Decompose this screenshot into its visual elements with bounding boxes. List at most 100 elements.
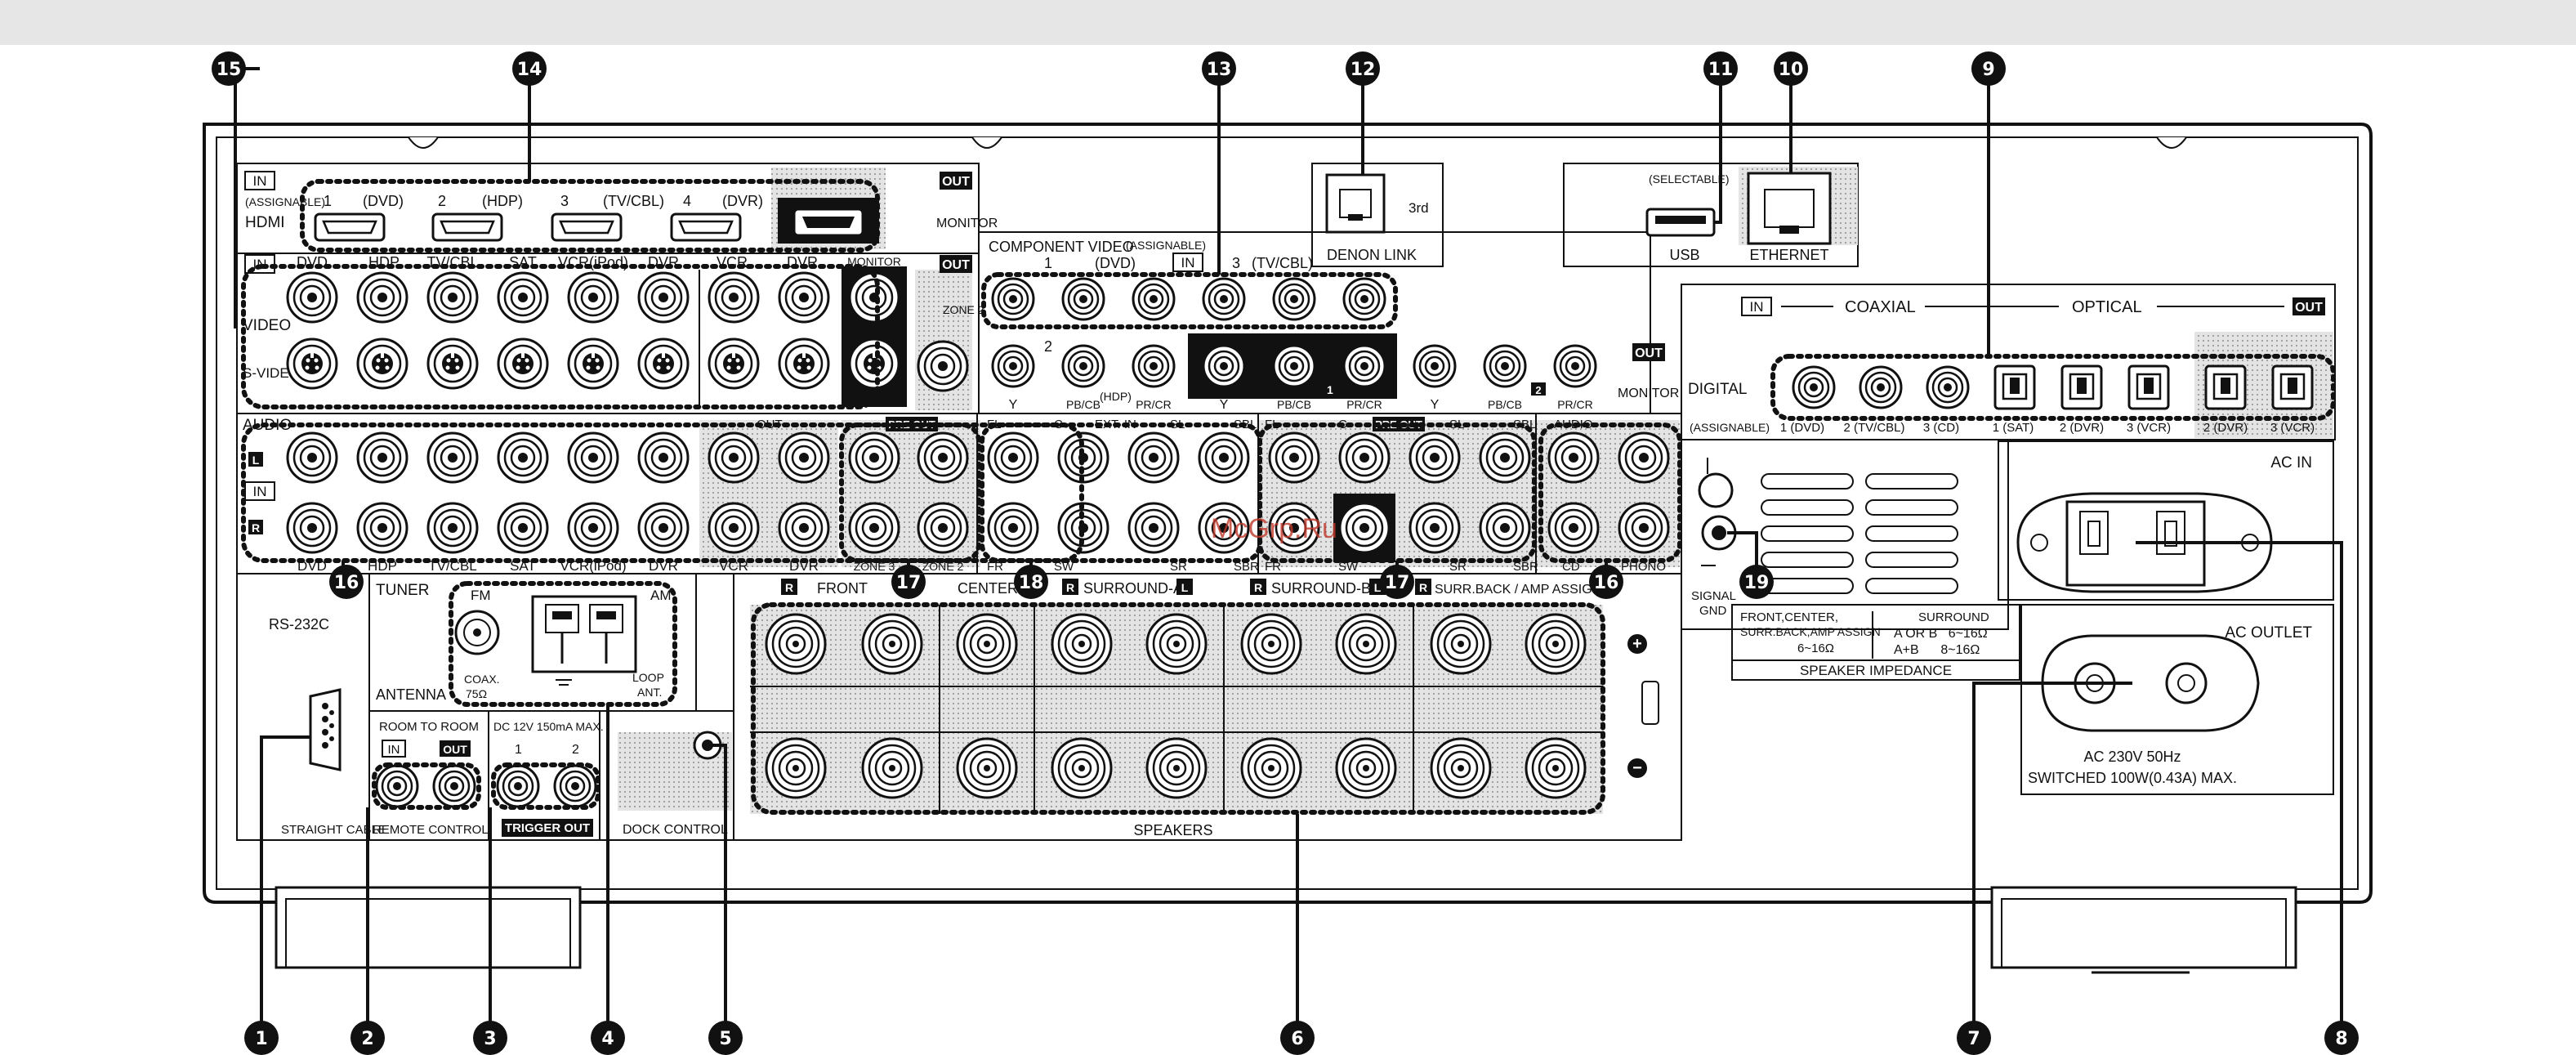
audio-r-tvcbl[interactable] bbox=[426, 502, 479, 554]
phono-r[interactable] bbox=[1618, 502, 1670, 554]
audio-l-vcr[interactable] bbox=[567, 431, 619, 484]
video-zone2-out-jack[interactable] bbox=[917, 340, 969, 392]
audio-l-dvd[interactable] bbox=[286, 431, 338, 484]
front-l-minus[interactable] bbox=[861, 737, 923, 799]
audio-l-vcr-out[interactable] bbox=[708, 431, 760, 484]
component-out2-pr[interactable] bbox=[1553, 344, 1597, 388]
svideo-monitor-out-jack[interactable] bbox=[848, 338, 900, 390]
component-out2-pb[interactable] bbox=[1483, 344, 1527, 388]
svideo-jack-sat[interactable] bbox=[497, 338, 549, 390]
surr-back-l-minus[interactable] bbox=[1525, 737, 1587, 799]
svideo-jack-dvr-out[interactable] bbox=[778, 338, 830, 390]
ac-outlet-socket[interactable] bbox=[2041, 634, 2260, 732]
component-in2-y[interactable] bbox=[991, 344, 1035, 388]
video-jack-vcr-out[interactable] bbox=[708, 271, 760, 324]
video-jack-vcr[interactable] bbox=[567, 271, 619, 324]
coax-in-1[interactable] bbox=[1792, 365, 1836, 409]
audio-r-sat[interactable] bbox=[497, 502, 549, 554]
component-in3-pr[interactable] bbox=[1342, 277, 1386, 321]
audio-l-dvr[interactable] bbox=[637, 431, 690, 484]
pre-out-c[interactable] bbox=[1338, 431, 1391, 484]
hdmi-in-3-port[interactable] bbox=[551, 212, 623, 242]
surround-a-r-plus[interactable] bbox=[1051, 613, 1113, 675]
hdmi-in-1-port[interactable] bbox=[314, 212, 386, 242]
coax-in-2[interactable] bbox=[1859, 365, 1903, 409]
optical-out-2[interactable] bbox=[2204, 364, 2247, 410]
surround-b-l-plus[interactable] bbox=[1335, 613, 1397, 675]
pre-out-fl[interactable] bbox=[1268, 431, 1320, 484]
surround-b-r-minus[interactable] bbox=[1240, 737, 1302, 799]
optical-in-1[interactable] bbox=[1993, 364, 2036, 410]
component-in2-pr[interactable] bbox=[1132, 344, 1176, 388]
audio-l-tvcbl[interactable] bbox=[426, 431, 479, 484]
ext-in-sl-1[interactable] bbox=[1127, 431, 1180, 484]
surr-back-r-plus[interactable] bbox=[1430, 613, 1492, 675]
component-in2-pb[interactable] bbox=[1061, 344, 1105, 388]
hdmi-in-2-port[interactable] bbox=[431, 212, 503, 242]
surround-a-l-minus[interactable] bbox=[1145, 737, 1208, 799]
remote-in-jack[interactable] bbox=[375, 764, 419, 808]
component-in3-y[interactable] bbox=[1202, 277, 1246, 321]
center-minus[interactable] bbox=[956, 737, 1018, 799]
surround-b-r-plus[interactable] bbox=[1240, 613, 1302, 675]
cd-l[interactable] bbox=[1547, 431, 1600, 484]
component-in3-pb[interactable] bbox=[1272, 277, 1316, 321]
component-out2-y[interactable] bbox=[1413, 344, 1457, 388]
video-jack-sat[interactable] bbox=[497, 271, 549, 324]
audio-l-zone3[interactable] bbox=[848, 431, 900, 484]
audio-l-dvr-out[interactable] bbox=[778, 431, 830, 484]
video-jack-dvd[interactable] bbox=[286, 271, 338, 324]
trigger-out-1-jack[interactable] bbox=[496, 764, 540, 808]
component-out1-y[interactable] bbox=[1202, 344, 1246, 388]
audio-l-zone2[interactable] bbox=[917, 431, 969, 484]
component-in1-y[interactable] bbox=[991, 277, 1035, 321]
pre-out-sbr[interactable] bbox=[1479, 502, 1531, 554]
surround-a-l-plus[interactable] bbox=[1145, 613, 1208, 675]
front-r-plus[interactable] bbox=[765, 613, 827, 675]
svideo-jack-vcr[interactable] bbox=[567, 338, 619, 390]
audio-l-sat[interactable] bbox=[497, 431, 549, 484]
ext-in-fr[interactable] bbox=[987, 502, 1039, 554]
front-r-minus[interactable] bbox=[765, 737, 827, 799]
svideo-jack-dvd[interactable] bbox=[286, 338, 338, 390]
ext-in-fl[interactable] bbox=[987, 431, 1039, 484]
optical-in-3[interactable] bbox=[2127, 364, 2170, 410]
video-monitor-out-jack[interactable] bbox=[848, 271, 900, 324]
phono-l[interactable] bbox=[1618, 431, 1670, 484]
audio-r-vcr-out[interactable] bbox=[708, 502, 760, 554]
surr-back-l-plus[interactable] bbox=[1525, 613, 1587, 675]
pre-out-sr[interactable] bbox=[1409, 502, 1461, 554]
remote-out-jack[interactable] bbox=[432, 764, 476, 808]
component-out1-pr[interactable] bbox=[1342, 344, 1386, 388]
video-jack-dvr-out[interactable] bbox=[778, 271, 830, 324]
audio-r-dvr-out[interactable] bbox=[778, 502, 830, 554]
center-plus[interactable] bbox=[956, 613, 1018, 675]
ext-in-sr[interactable] bbox=[1127, 502, 1180, 554]
svideo-jack-dvr[interactable] bbox=[637, 338, 690, 390]
component-in1-pr[interactable] bbox=[1132, 277, 1176, 321]
ext-in-sl[interactable] bbox=[1198, 431, 1250, 484]
svideo-jack-hdp[interactable] bbox=[356, 338, 408, 390]
coax-in-3[interactable] bbox=[1926, 365, 1970, 409]
surround-b-l-minus[interactable] bbox=[1335, 737, 1397, 799]
audio-r-dvr[interactable] bbox=[637, 502, 690, 554]
trigger-out-2-jack[interactable] bbox=[553, 764, 597, 808]
audio-r-dvd[interactable] bbox=[286, 502, 338, 554]
cd-r[interactable] bbox=[1547, 502, 1600, 554]
hdmi-monitor-out-port[interactable] bbox=[792, 208, 864, 237]
optical-out-3[interactable] bbox=[2271, 364, 2314, 410]
denon-link-port[interactable] bbox=[1325, 173, 1386, 234]
audio-r-zone3[interactable] bbox=[848, 502, 900, 554]
optical-in-2[interactable] bbox=[2060, 364, 2103, 410]
audio-r-vcr[interactable] bbox=[567, 502, 619, 554]
pre-out-sl[interactable] bbox=[1409, 431, 1461, 484]
audio-l-hdp[interactable] bbox=[356, 431, 408, 484]
hdmi-in-4-port[interactable] bbox=[670, 212, 742, 242]
pre-out-sw[interactable] bbox=[1338, 502, 1391, 554]
video-jack-hdp[interactable] bbox=[356, 271, 408, 324]
surround-a-r-minus[interactable] bbox=[1051, 737, 1113, 799]
surr-back-r-minus[interactable] bbox=[1430, 737, 1492, 799]
audio-r-hdp[interactable] bbox=[356, 502, 408, 554]
svideo-jack-vcr-out[interactable] bbox=[708, 338, 760, 390]
audio-r-zone2[interactable] bbox=[917, 502, 969, 554]
